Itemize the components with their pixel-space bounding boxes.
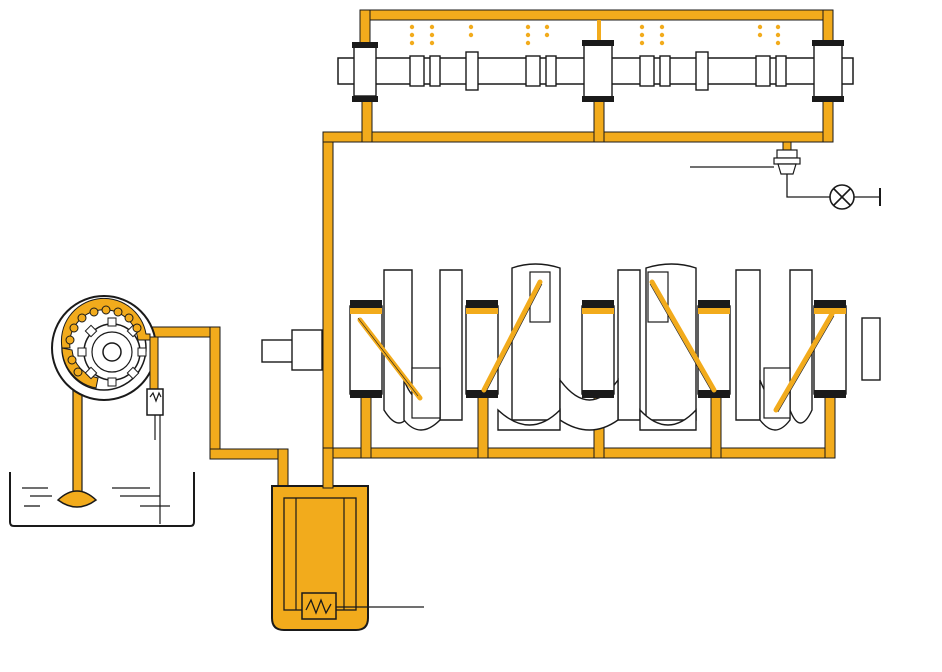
oil-filter <box>271 485 369 631</box>
oil-sump-tank <box>9 472 195 527</box>
filter-outlet-pipe <box>322 447 334 489</box>
oil-strainer <box>56 371 98 508</box>
crankshaft <box>261 263 881 431</box>
filter-bypass-valve <box>301 592 424 620</box>
gear-pump <box>51 295 157 401</box>
pressure-relief-valve <box>146 336 164 524</box>
oil-pressure-switch <box>690 149 830 198</box>
oil-warning-lamp <box>829 184 881 210</box>
camshaft <box>337 20 854 102</box>
oil-spray-drops <box>409 24 781 46</box>
